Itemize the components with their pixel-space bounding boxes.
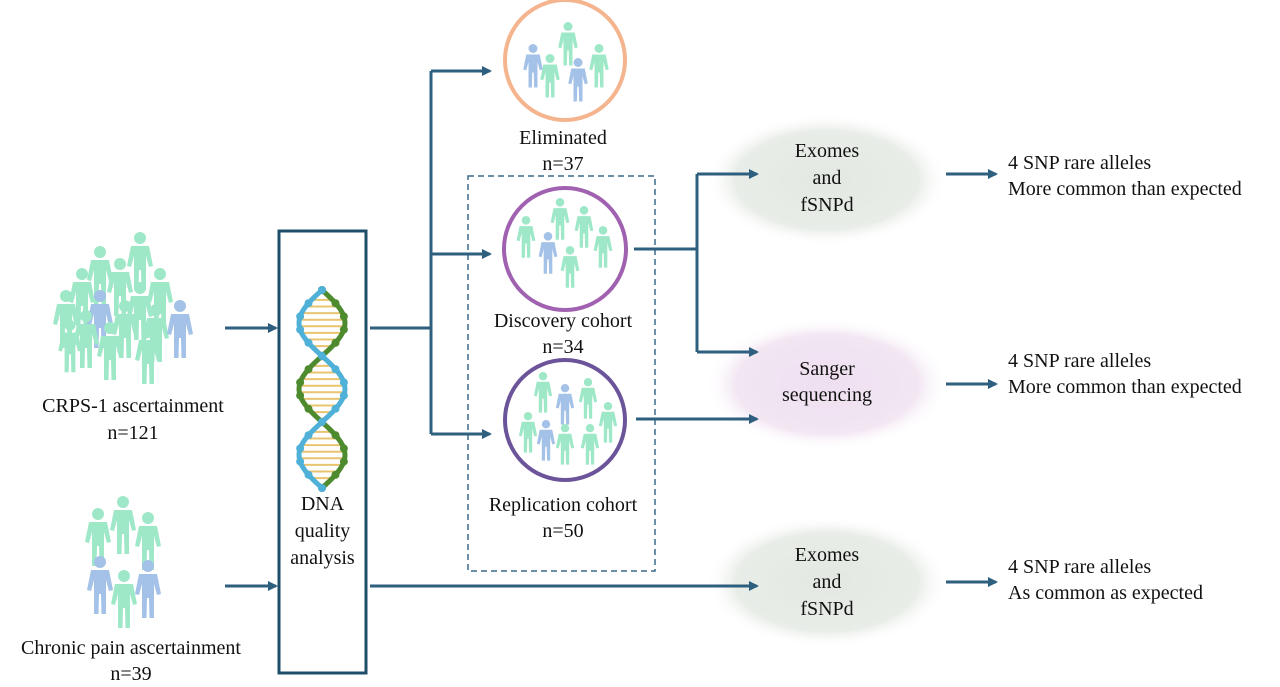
person-figure [555,424,575,465]
person-figure [560,246,580,288]
person-figure [135,326,161,384]
replication-title: Replication cohort [488,494,638,516]
person-figure [578,378,598,419]
person-figure [69,268,95,326]
person-figure [540,54,560,98]
discovery-title: Discovery cohort [493,310,633,332]
exomes-bottom-line3: fSNPd [800,598,854,620]
cohort-dashed-box [467,175,656,572]
person-figure [97,322,123,380]
exomes-bottom-line1: Exomes [794,544,860,566]
person-figure [107,258,133,316]
discovery-count: n=34 [542,336,584,358]
sanger-line2: sequencing [782,384,872,406]
person-figure [73,310,99,368]
person-figure [87,290,113,348]
person-figure [533,372,553,413]
discovery-people-icon [516,198,613,288]
person-figure [110,496,136,554]
person-figure [127,232,153,290]
person-figure [87,246,113,304]
person-figure [574,206,594,248]
exomes-top-line1: Exomes [794,140,860,162]
person-figure [598,402,618,443]
connectors [225,66,998,591]
eliminated-count: n=37 [542,153,584,175]
exomes-bottom-line2: and [812,571,842,593]
crps-title: CRPS-1 ascertainment [42,395,224,417]
exomes-top-line2: and [812,167,842,189]
person-figure [523,44,543,88]
replication-circle [503,358,627,482]
person-figure [580,424,600,465]
person-figure [85,508,111,566]
replication-count: n=50 [542,520,584,542]
person-figure [58,320,82,373]
crps-count: n=121 [107,422,159,444]
result-top-line1: 4 SNP rare alleles [1008,152,1152,174]
qc-line2: quality [294,520,351,542]
person-figure [135,512,161,570]
qc-line3: analysis [290,547,355,569]
person-figure [147,268,173,326]
result-top-line2: More common than expected [1008,178,1242,200]
person-figure [111,570,137,628]
person-figure [550,198,570,240]
person-figure [135,560,161,618]
result-middle-line1: 4 SNP rare alleles [1008,350,1152,372]
exomes-top-ellipse [705,114,949,246]
person-figure [555,384,575,425]
dna-helix-icon [296,286,348,492]
chronic-title: Chronic pain ascertainment [21,637,241,659]
eliminated-people-icon [523,22,609,102]
discovery-circle [502,186,628,312]
result-bottom-line1: 4 SNP rare alleles [1008,556,1152,578]
chronic-people-icon [85,496,161,628]
person-figure [593,226,613,268]
result-bottom-line2: As common as expected [1008,582,1203,604]
person-figure [518,412,538,453]
person-figure [127,282,153,340]
person-figure [87,556,113,614]
crps-people-icon [53,232,193,384]
sanger-ellipse [705,318,949,450]
person-figure [516,216,536,258]
qc-line1: DNA [300,493,345,515]
person-figure [568,58,588,102]
person-figure [538,232,558,274]
replication-people-icon [518,372,618,465]
person-figure [167,300,193,358]
chronic-count: n=39 [110,663,152,685]
person-figure [112,300,138,358]
person-figure [589,44,609,88]
dna-quality-box [277,229,368,675]
person-figure [536,420,556,461]
exomes-top-line3: fSNPd [800,194,854,216]
eliminated-title: Eliminated [519,127,607,149]
sanger-line1: Sanger [799,358,855,380]
result-middle-line2: More common than expected [1008,376,1242,398]
person-figure [558,22,578,66]
exomes-bottom-ellipse [705,516,949,648]
